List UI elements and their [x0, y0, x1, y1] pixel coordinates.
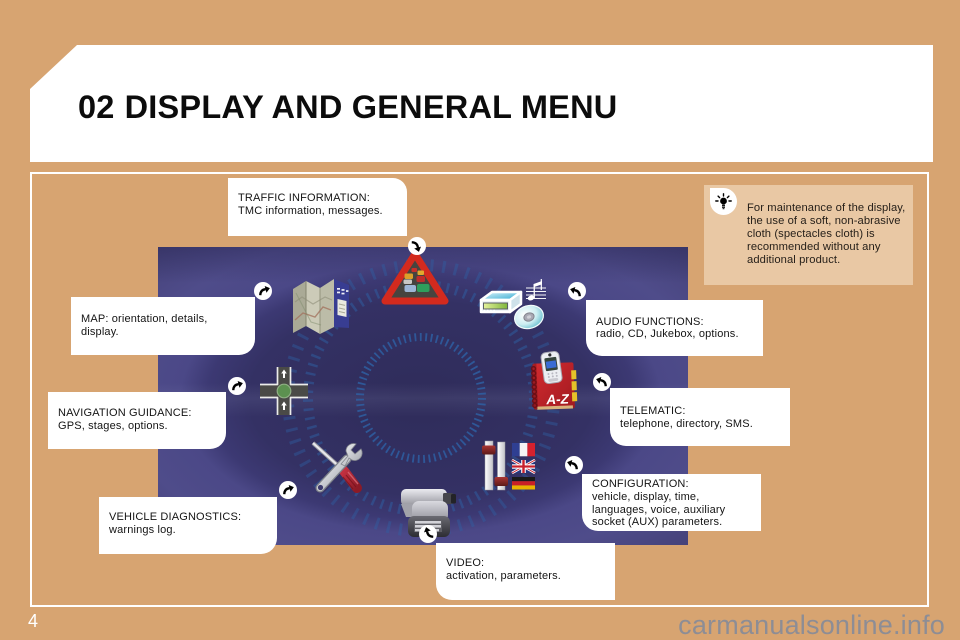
callout-text: VEHICLE DIAGNOSTICS: warnings log.: [99, 497, 277, 536]
callout-text: VIDEO: activation, parameters.: [436, 543, 615, 583]
callout-line: CONFIGURATION:: [592, 478, 689, 490]
traffic-triangle-icon: [381, 250, 449, 305]
callout-line: languages, voice, auxiliary: [592, 503, 726, 516]
callout-line: socket (AUX) parameters.: [592, 516, 723, 529]
curved-arrow-icon: [595, 377, 607, 387]
callout-audio-functions: AUDIO FUNCTIONS: radio, CD, Jukebox, opt…: [586, 300, 763, 356]
callout-line: activation, parameters.: [446, 569, 561, 582]
callout-line: warnings log.: [109, 523, 176, 536]
callout-line: display.: [81, 325, 119, 338]
curved-arrow-icon: [232, 381, 243, 391]
callout-line: NAVIGATION GUIDANCE:: [58, 407, 192, 419]
curved-arrow-icon: [283, 485, 294, 495]
directory-label: A-Z: [545, 391, 570, 407]
maintenance-note: For maintenance of the display, the use …: [704, 185, 913, 285]
note-line: additional product.: [747, 254, 841, 267]
callout-line: radio, CD, Jukebox, options.: [596, 328, 739, 341]
callout-telematic: TELEMATIC: telephone, directory, SMS.: [610, 388, 790, 446]
note-line: recommended without any: [747, 241, 881, 254]
callout-line: TELEMATIC:: [620, 405, 686, 417]
flag-germany: [512, 477, 535, 490]
note-line: the use of a soft, non-abrasive: [747, 215, 901, 228]
section-title: DISPLAY AND GENERAL MENU: [124, 89, 618, 125]
page-number: 4: [28, 610, 39, 631]
callout-line: TRAFFIC INFORMATION:: [238, 192, 370, 205]
curved-arrow-icon: [570, 286, 581, 296]
curved-arrow-icon: [423, 527, 433, 538]
bulb-icon: [715, 193, 732, 210]
content-frame: [30, 172, 929, 607]
arrow-badge-traffic: [407, 236, 426, 255]
map-icon: [293, 279, 349, 334]
watermark: carmanualsonline.info: [678, 610, 945, 640]
callout-video: VIDEO: activation, parameters.: [436, 543, 615, 600]
callout-traffic-information: TRAFFIC INFORMATION: TMC information, me…: [228, 178, 407, 236]
section-number: 02: [78, 89, 115, 125]
callout-text: TELEMATIC: telephone, directory, SMS.: [610, 388, 790, 431]
callout-line: VIDEO:: [446, 557, 485, 570]
flag-france: [512, 443, 535, 457]
callout-line: AUDIO FUNCTIONS:: [596, 315, 704, 328]
callout-map: MAP: orientation, details, display.: [71, 297, 255, 355]
callout-line: telephone, directory, SMS.: [620, 417, 753, 430]
phone-directory-icon: A-Z: [530, 350, 578, 410]
callout-configuration: CONFIGURATION: vehicle, display, time, l…: [582, 474, 761, 531]
callout-navigation-guidance: NAVIGATION GUIDANCE: GPS, stages, option…: [48, 392, 226, 449]
curved-arrow-icon: [567, 460, 578, 470]
callout-line: VEHICLE DIAGNOSTICS:: [109, 510, 242, 523]
arrow-badge-navigation: [227, 376, 246, 395]
equalizer-flags-icon: [482, 440, 536, 491]
arrow-badge-audio: [567, 282, 586, 300]
arrow-badge-video: [419, 524, 437, 543]
curved-arrow-icon: [258, 286, 270, 296]
note-line: For maintenance of the display,: [747, 202, 906, 214]
callout-line: vehicle, display, time,: [592, 490, 700, 503]
arrow-badge-map: [254, 281, 272, 300]
curved-arrow-icon: [411, 241, 421, 252]
callout-text: AUDIO FUNCTIONS: radio, CD, Jukebox, opt…: [586, 300, 763, 341]
callout-line: TMC information, messages.: [238, 205, 383, 218]
callout-text: CONFIGURATION: vehicle, display, time, l…: [582, 474, 761, 529]
callout-line: MAP: orientation, details,: [81, 313, 208, 326]
arrow-badge-diagnostics: [278, 480, 297, 499]
cd-player-icon: [479, 279, 546, 330]
callout-text: MAP: orientation, details, display.: [71, 297, 255, 339]
crossroads-icon: [260, 367, 308, 415]
callout-line: GPS, stages, options.: [58, 419, 168, 432]
callout-vehicle-diagnostics: VEHICLE DIAGNOSTICS: warnings log.: [99, 497, 277, 554]
arrow-badge-configuration: [564, 455, 583, 474]
arrow-badge-telematic: [593, 372, 611, 391]
callout-text: TRAFFIC INFORMATION: TMC information, me…: [228, 178, 407, 218]
wrench-screwdriver-icon: [311, 441, 363, 493]
note-leaf-shape: [710, 188, 737, 215]
flag-uk: [511, 458, 536, 475]
note-text: For maintenance of the display, the use …: [747, 202, 905, 267]
note-line: cloth (spectacles cloth) is: [747, 228, 875, 241]
callout-text: NAVIGATION GUIDANCE: GPS, stages, option…: [48, 392, 226, 433]
